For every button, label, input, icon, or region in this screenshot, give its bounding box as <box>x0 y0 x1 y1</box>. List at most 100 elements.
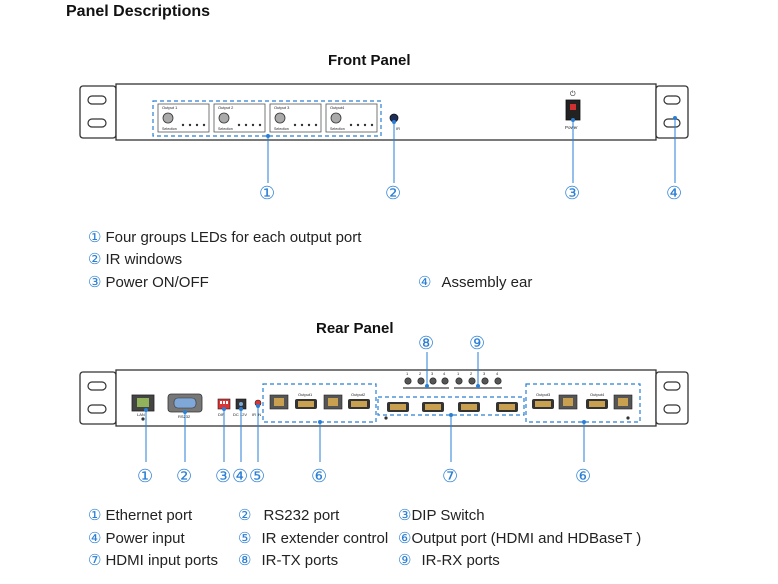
rear-bottom-callout-lines <box>145 406 585 462</box>
hdmi-input-ports[interactable] <box>387 402 518 412</box>
rs232-port[interactable] <box>167 393 203 413</box>
callout-8: ⑧ <box>418 333 434 353</box>
hdmi-input-highlight <box>377 396 525 416</box>
output-group-1: Output 1 Selection <box>157 103 210 133</box>
svg-text:1: 1 <box>457 371 460 376</box>
rear-legend-6: ⑥Output port (HDMI and HDBaseT ) <box>398 530 642 547</box>
output2-label: Output2 <box>351 392 366 397</box>
ir-tx-ports[interactable] <box>404 377 449 385</box>
ir-port-numbers: 1 2 3 4 1 2 3 4 <box>406 371 499 376</box>
output1-label: Output1 <box>298 392 313 397</box>
dip-label: DIP <box>218 412 225 417</box>
output-group-label: Output 2 <box>218 105 234 110</box>
ir-rx-ports[interactable] <box>455 377 502 385</box>
selection-label: Selection <box>274 127 289 131</box>
callout-1: ① <box>259 183 275 203</box>
front-callout-dots <box>266 116 677 138</box>
output3-hdmi[interactable] <box>532 399 554 409</box>
led-indicator <box>244 123 248 127</box>
output-group-highlight <box>152 100 382 137</box>
selection-label: Selection <box>162 127 177 131</box>
output4-label: Output4 <box>590 392 605 397</box>
output-group-2: Output 2 Selection <box>213 103 266 133</box>
screw <box>626 416 630 420</box>
output3-label: Output3 <box>536 392 551 397</box>
ethernet-port[interactable] <box>131 394 155 412</box>
rear-callout-1: ① <box>137 466 153 486</box>
rear-callout-4: ④ <box>232 466 248 486</box>
output1-rj45[interactable] <box>269 394 289 410</box>
output-group-label: Output 3 <box>274 105 290 110</box>
led-indicator <box>251 123 255 127</box>
led-indicator <box>349 123 353 127</box>
power-label: Power <box>565 125 578 130</box>
output4-hdmi[interactable] <box>586 399 608 409</box>
power-input-port[interactable] <box>235 398 247 410</box>
output-group-label: Output 1 <box>162 105 178 110</box>
svg-text:3: 3 <box>431 371 434 376</box>
callout-9: ⑨ <box>469 333 485 353</box>
screw <box>384 416 388 420</box>
screw <box>141 417 145 421</box>
ir-window-label: IR <box>396 126 400 131</box>
svg-text:4: 4 <box>496 371 499 376</box>
led-indicator <box>188 123 192 127</box>
rear-top-callout-dots <box>425 384 480 388</box>
rear-callout-6b: ⑥ <box>575 466 591 486</box>
selection-label: Selection <box>330 127 345 131</box>
callout-2: ② <box>385 183 401 203</box>
power-symbol: ⏻ <box>570 90 576 98</box>
svg-text:2: 2 <box>470 371 473 376</box>
svg-text:1: 1 <box>406 371 409 376</box>
lan-label: LAN <box>137 412 145 417</box>
rear-bottom-callout-dots <box>144 404 586 424</box>
output4-rj45[interactable] <box>613 394 633 410</box>
led-indicator <box>300 123 304 127</box>
led-indicator <box>202 123 206 127</box>
output2-rj45[interactable] <box>323 394 343 410</box>
rear-callout-3: ③ <box>215 466 231 486</box>
led-indicator <box>307 123 311 127</box>
rear-callout-2: ② <box>176 466 192 486</box>
output1-hdmi[interactable] <box>295 399 317 409</box>
selection-button[interactable] <box>330 112 342 124</box>
output-group-3: Output 3 Selection <box>269 103 322 133</box>
output3-rj45[interactable] <box>558 394 578 410</box>
dc-label: DC 12V <box>233 412 247 417</box>
output-3-4-highlight <box>525 383 641 423</box>
output2-hdmi[interactable] <box>348 399 370 409</box>
rear-panel-title: Rear Panel <box>316 320 394 337</box>
power-switch-rocker <box>570 104 576 110</box>
led-indicator <box>363 123 367 127</box>
rear-top-callout-lines <box>426 352 479 386</box>
selection-button[interactable] <box>218 112 230 124</box>
selection-label: Selection <box>218 127 233 131</box>
led-indicator <box>195 123 199 127</box>
selection-button[interactable] <box>162 112 174 124</box>
callout-4: ④ <box>666 183 682 203</box>
led-indicator <box>356 123 360 127</box>
front-panel-title: Front Panel <box>328 52 411 69</box>
output-1-2-highlight <box>262 383 377 423</box>
callout-3: ③ <box>564 183 580 203</box>
led-indicator <box>293 123 297 127</box>
selection-button[interactable] <box>274 112 286 124</box>
led-indicator <box>181 123 185 127</box>
rear-callout-7: ⑦ <box>442 466 458 486</box>
front-callout-lines <box>267 118 676 183</box>
led-indicator <box>258 123 262 127</box>
rear-callout-5: ⑤ <box>249 466 265 486</box>
page-title: Panel Descriptions <box>66 3 211 20</box>
ir-tx-bar <box>403 387 449 389</box>
svg-text:2: 2 <box>419 371 422 376</box>
output-group-label: Output4 <box>330 105 345 110</box>
